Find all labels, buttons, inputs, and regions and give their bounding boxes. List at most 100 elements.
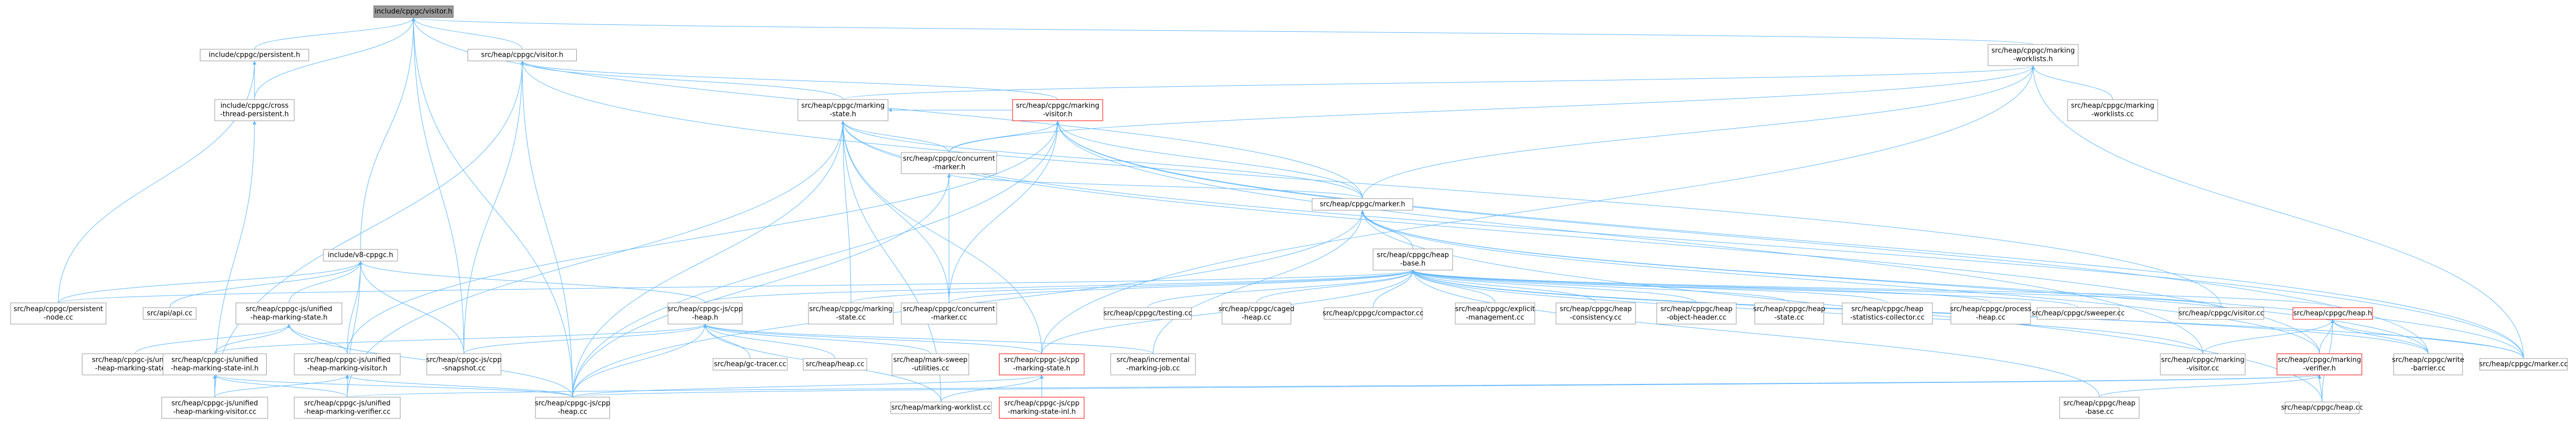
edge-persistent-node-cc-to-v8-cppgc-h	[58, 261, 363, 303]
node-visitor-cc[interactable]: src/heap/cppgc/visitor.cc	[2178, 307, 2264, 320]
node-src-visitor-h[interactable]: src/heap/cppgc/visitor.h	[468, 49, 577, 61]
node-label: -heap.cc	[1242, 314, 1271, 322]
edge-incremental-marking-job-cc-to-cpp-heap-h	[703, 324, 1154, 354]
node-label: src/heap/cppgc/persistent	[14, 306, 103, 313]
node-marking-worklists-cc[interactable]: src/heap/cppgc/marking-worklists.cc	[2067, 99, 2158, 121]
edge-cpp-snapshot-cc-to-visitor-h	[411, 17, 464, 354]
edge-cppgc-js-marking-state-h-to-marking-state-h	[841, 120, 1042, 354]
node-label: include/cppgc/cross	[221, 102, 289, 110]
node-label: -node.cc	[43, 314, 73, 322]
node-object-header-cc[interactable]: src/heap/cppgc/heap-object-header.cc	[1656, 302, 1737, 325]
node-box	[1104, 307, 1192, 320]
node-concurrent-marker-cc[interactable]: src/heap/cppgc/concurrent-marker.cc	[901, 302, 997, 325]
node-label: -worklists.cc	[2091, 111, 2134, 119]
node-label: src/heap/cppgc/marking	[809, 306, 892, 313]
node-heap-state-cc[interactable]: src/heap/cppgc/heap-state.cc	[1753, 302, 1825, 325]
node-write-barrier-cc[interactable]: src/heap/cppgc/write-barrier.cc	[2392, 353, 2464, 375]
node-unified-marking-visitor-h[interactable]: src/heap/cppgc-js/unified-heap-marking-v…	[294, 353, 401, 375]
node-marking-visitor-h[interactable]: src/heap/cppgc/marking-visitor.h	[1012, 99, 1103, 121]
node-cppgc-js-marking-state-h[interactable]: src/heap/cppgc-js/cpp-marking-state.h	[999, 353, 1085, 375]
node-process-heap-cc[interactable]: src/heap/cppgc/process-heap.cc	[1950, 302, 2032, 325]
node-marking-worklists-h[interactable]: src/heap/cppgc/marking-worklists.h	[1988, 44, 2079, 66]
node-marking-verifier-h[interactable]: src/heap/cppgc/marking-verifier.h	[2276, 353, 2362, 375]
node-box	[1455, 302, 1535, 325]
node-testing-cc[interactable]: src/heap/cppgc/testing.cc	[1103, 307, 1192, 320]
node-unified-marking-verifier-cc[interactable]: src/heap/cppgc-js/unified-heap-marking-v…	[294, 397, 401, 419]
edge-marking-worklist-cc-to-marking-state-h	[841, 120, 942, 402]
node-persistent-h[interactable]: include/cppgc/persistent.h	[200, 49, 309, 61]
node-explicit-mgmt-cc[interactable]: src/heap/cppgc/explicit-management.cc	[1455, 302, 1535, 325]
node-label: -marker.h	[933, 164, 965, 172]
node-unified-marking-state-inl-h[interactable]: src/heap/cppgc-js/unified-heap-marking-s…	[163, 353, 267, 375]
node-marking-state-h[interactable]: src/heap/cppgc/marking-state.h	[797, 99, 889, 121]
node-cppgc-js-marking-state-inl-h[interactable]: src/heap/cppgc-js/cpp-marking-state-inl.…	[999, 397, 1085, 419]
edge-concurrent-marker-h-to-marking-visitor-h	[948, 120, 1060, 153]
edge-cpp-heap-cc-to-cppgc-js-marking-state-h	[572, 374, 1044, 398]
node-compactor-cc[interactable]: src/heap/cppgc/compactor.cc	[1323, 307, 1423, 320]
node-label: src/heap/cppgc/write	[2392, 356, 2464, 364]
node-marking-state-cc[interactable]: src/heap/cppgc/marking-state.cc	[808, 302, 894, 325]
node-caged-heap-cc[interactable]: src/heap/cppgc/caged-heap.cc	[1218, 302, 1295, 325]
node-heap-heap-cc[interactable]: src/heap/heap.cc	[803, 358, 867, 371]
node-label: src/heap/cppgc/heap	[2063, 400, 2135, 408]
edge-unified-marking-visitor-h-to-unified-marking-state-h	[287, 324, 348, 354]
node-cppgc-heap-cc[interactable]: src/heap/cppgc/heap.cc	[2281, 401, 2363, 414]
node-mark-sweep-utilities-cc[interactable]: src/heap/mark-sweep-utilities.cc	[892, 353, 969, 375]
node-box	[163, 353, 267, 375]
node-label: src/heap/cppgc/marking	[2278, 356, 2361, 364]
node-api-api-cc[interactable]: src/api/api.cc	[143, 307, 197, 320]
node-cpp-snapshot-cc[interactable]: src/heap/cppgc-js/cpp-snapshot.cc	[426, 353, 502, 375]
node-label: src/heap/mark-sweep	[893, 356, 968, 364]
node-box	[667, 302, 743, 325]
node-incremental-marking-job-cc[interactable]: src/heap/incremental-marking-job.cc	[1110, 353, 1196, 375]
node-unified-marking-visitor-cc[interactable]: src/heap/cppgc-js/unified-heap-marking-v…	[161, 397, 268, 419]
node-label: include/cppgc/persistent.h	[209, 51, 300, 59]
node-sweeper-cc[interactable]: src/heap/cppgc/sweeper.cc	[2032, 307, 2125, 320]
node-v8-cppgc-h[interactable]: include/v8-cppgc.h	[323, 249, 398, 262]
node-box	[713, 358, 788, 371]
node-label: -verifier.h	[2303, 365, 2336, 373]
edge-heap-state-cc-to-heap-base-h	[1411, 270, 1790, 303]
node-label: -heap.cc	[1976, 314, 2006, 322]
edge-concurrent-marker-h-to-marking-state-h	[841, 120, 949, 153]
node-box	[294, 397, 401, 419]
node-stats-collector-cc[interactable]: src/heap/cppgc/heap-statistics-collector…	[1842, 302, 1933, 325]
node-concurrent-marker-h[interactable]: src/heap/cppgc/concurrent-marker.h	[901, 152, 997, 174]
node-cpp-heap-h[interactable]: src/heap/cppgc-js/cpp-heap.h	[667, 302, 743, 325]
node-cross-thread[interactable]: include/cppgc/cross-thread-persistent.h	[214, 99, 295, 121]
node-gc-tracer-cc[interactable]: src/heap/gc-tracer.cc	[713, 358, 788, 371]
node-heap-base-h[interactable]: src/heap/cppgc/heap-base.h	[1373, 248, 1453, 271]
node-label: -state.h	[830, 111, 856, 119]
node-label: src/heap/cppgc-js/cpp	[1004, 356, 1079, 364]
node-heap-consistency-cc[interactable]: src/heap/cppgc/heap-consistency.cc	[1555, 302, 1636, 325]
edge-caged-heap-cc-to-heap-base-h	[1256, 270, 1415, 303]
node-box	[999, 397, 1085, 419]
node-heap-base-cc[interactable]: src/heap/cppgc/heap-base.cc	[2059, 397, 2140, 419]
node-label: src/heap/cppgc-js/unified	[304, 400, 390, 408]
node-unified-marking-state-h[interactable]: src/heap/cppgc-js/unified-heap-marking-s…	[235, 302, 342, 325]
node-label: -heap.h	[692, 314, 718, 322]
edge-cpp-heap-cc-to-unified-marking-visitor-h	[345, 374, 573, 398]
node-box	[161, 397, 268, 419]
edge-sweeper-cc-to-heap-base-h	[1411, 270, 2079, 308]
node-marker-h[interactable]: src/heap/cppgc/marker.h	[1312, 198, 1413, 211]
edge-incremental-marking-job-cc-to-marker-h	[1153, 210, 1365, 354]
edge-api-api-cc-to-v8-cppgc-h	[169, 261, 363, 308]
node-marking-worklist-cc[interactable]: src/heap/marking-worklist.cc	[890, 401, 992, 414]
edge-cpp-heap-cc-to-marking-state-h	[572, 120, 845, 398]
node-label: -base.h	[1400, 260, 1426, 268]
edge-marking-state-cc-to-marking-state-h	[841, 120, 851, 303]
node-marker-cc[interactable]: src/heap/cppgc/marker.cc	[2479, 358, 2568, 371]
node-visitor-h[interactable]: include/cppgc/visitor.h	[373, 5, 454, 18]
node-box	[1656, 302, 1737, 325]
node-box	[890, 401, 992, 414]
node-marking-visitor-cc[interactable]: src/heap/cppgc/marking-visitor.cc	[2160, 353, 2246, 375]
node-label: src/heap/cppgc/concurrent	[903, 155, 995, 163]
node-cpp-heap-cc[interactable]: src/heap/cppgc-js/cpp-heap.cc	[535, 397, 610, 419]
node-label: -base.cc	[2085, 408, 2114, 416]
edge-unified-marking-visitor-h-to-marking-visitor-h	[347, 120, 1060, 354]
node-heap-h[interactable]: src/heap/cppgc/heap.h	[2292, 307, 2373, 320]
node-persistent-node-cc[interactable]: src/heap/cppgc/persistent-node.cc	[10, 302, 107, 325]
edge-cpp-heap-cc-to-marking-verifier-h	[572, 374, 2321, 398]
node-label: src/heap/cppgc/concurrent	[903, 306, 995, 313]
